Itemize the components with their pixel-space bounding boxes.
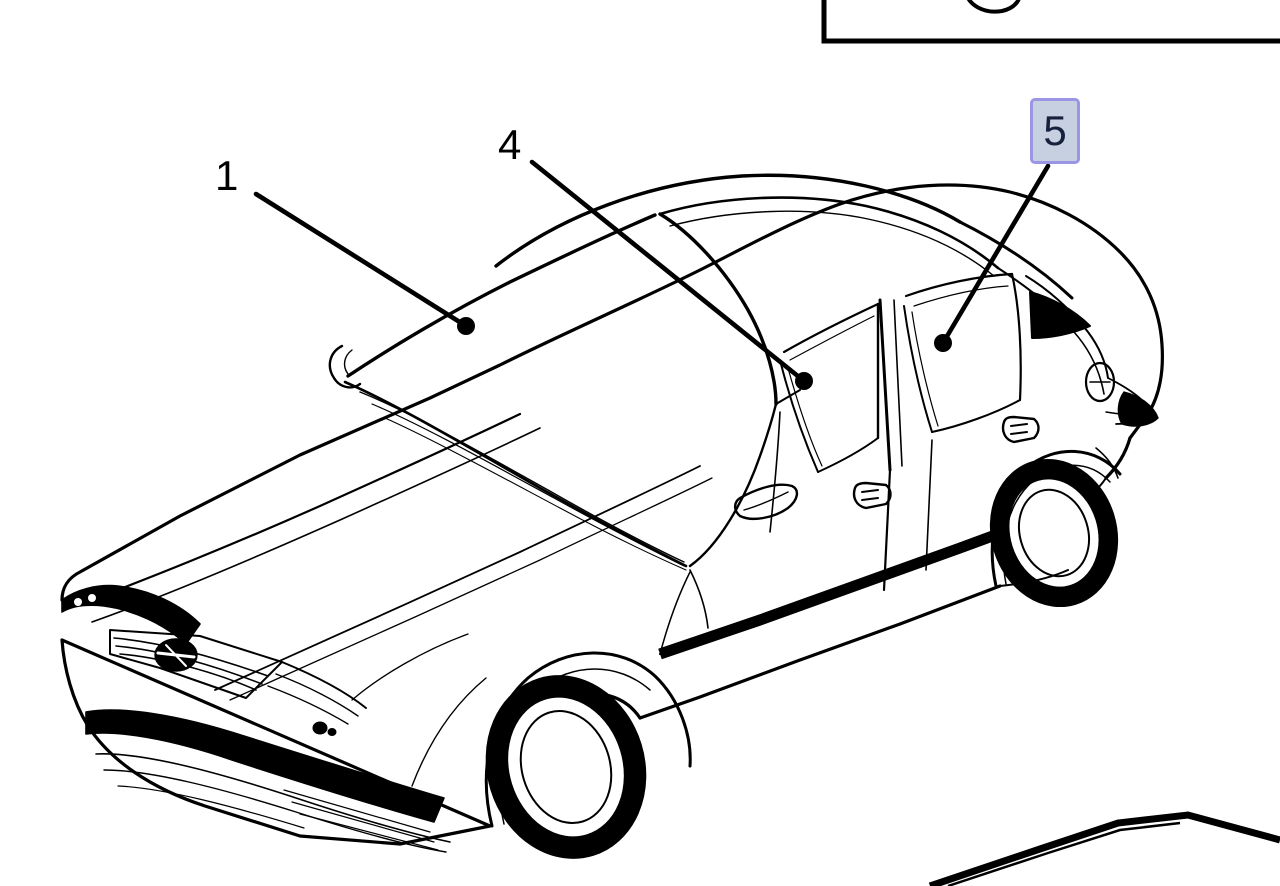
front-wheel bbox=[485, 675, 647, 859]
car-outline bbox=[60, 173, 1164, 859]
rear-wheel bbox=[989, 458, 1119, 608]
leader-dot-1 bbox=[457, 317, 475, 335]
callout-leader-lines bbox=[253, 159, 1051, 384]
leader-dot-5 bbox=[934, 334, 952, 352]
callout-leader-dots bbox=[457, 317, 952, 390]
leader-dot-4 bbox=[795, 372, 813, 390]
leader-line-1 bbox=[253, 191, 469, 329]
callout-number-1[interactable]: 1 bbox=[215, 152, 239, 199]
callout-number-4[interactable]: 4 bbox=[498, 121, 522, 168]
leader-line-5 bbox=[940, 163, 1051, 346]
callout-number-5-highlighted[interactable]: 5 bbox=[1030, 98, 1080, 164]
leader-line-4 bbox=[529, 159, 807, 384]
top-right-box-fragment bbox=[821, 0, 1280, 44]
bottom-right-trim-fragment bbox=[928, 811, 1280, 886]
